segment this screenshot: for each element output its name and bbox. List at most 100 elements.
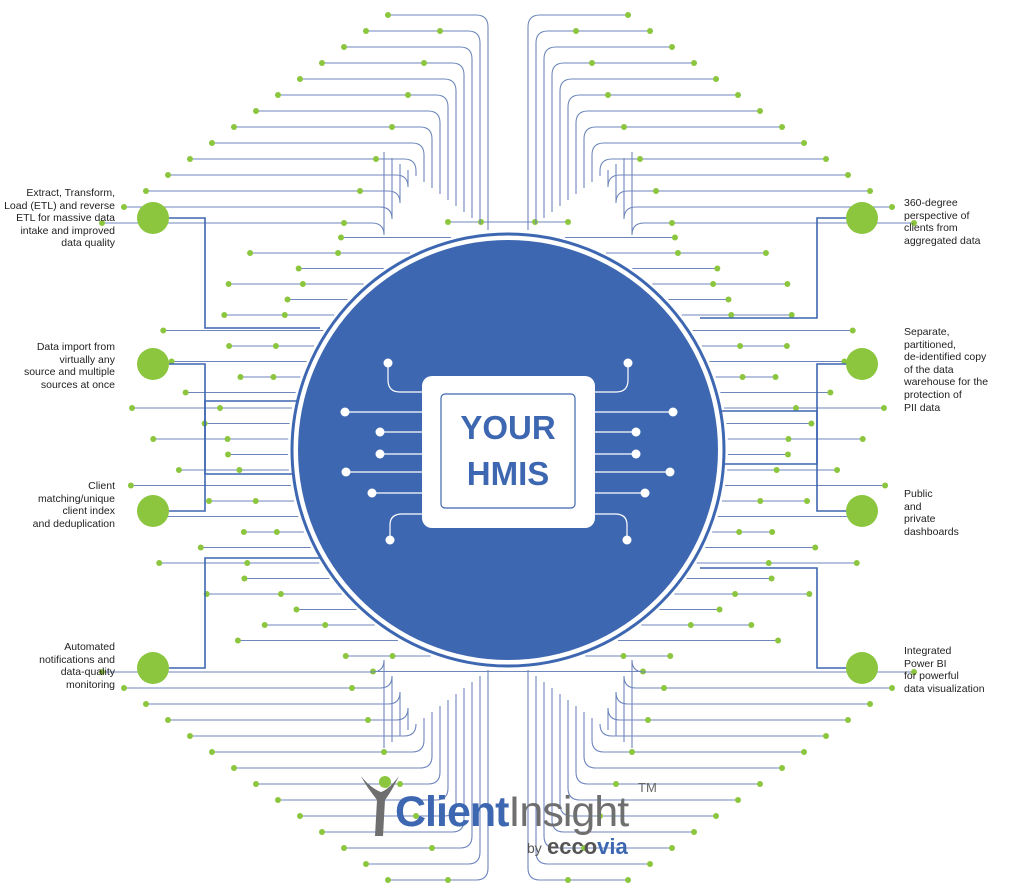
chip-body xyxy=(422,376,595,528)
feature-line: 360-degree xyxy=(904,197,958,209)
trace-endpoint xyxy=(691,60,697,66)
trace-endpoint xyxy=(234,637,241,644)
trace-endpoint xyxy=(597,813,603,819)
trace-endpoint xyxy=(710,281,717,287)
circuit-trace xyxy=(366,676,481,865)
trace-endpoint xyxy=(728,312,735,318)
trace-endpoint xyxy=(845,717,851,723)
trace-endpoint xyxy=(225,451,232,458)
trace-endpoint xyxy=(226,343,233,349)
trace-endpoint xyxy=(295,265,302,272)
trace-endpoint xyxy=(735,797,741,803)
trace-endpoint xyxy=(165,717,171,723)
circuit-trace xyxy=(535,676,650,865)
feature-line: private xyxy=(904,513,936,526)
chip-pin xyxy=(375,449,385,459)
trace-endpoint xyxy=(647,28,653,34)
trace-endpoint xyxy=(808,420,815,427)
logo-wordmark: ClientInsight xyxy=(395,788,629,837)
chip-label-your: YOUR xyxy=(460,409,556,446)
trace-endpoint xyxy=(156,560,163,566)
circuit-trace xyxy=(168,707,409,730)
circuit-trace xyxy=(124,158,393,220)
circuit-trace xyxy=(278,700,449,801)
feature-leader xyxy=(700,567,847,669)
trace-endpoint xyxy=(773,467,780,473)
trace-endpoint xyxy=(769,529,776,535)
trace-endpoint xyxy=(244,560,251,566)
trace-endpoint xyxy=(806,591,813,597)
trace-endpoint xyxy=(168,358,175,365)
circuit-trace xyxy=(623,675,892,742)
trace-endpoint xyxy=(532,219,538,225)
trace-endpoint xyxy=(765,560,772,566)
feature-node-left xyxy=(137,348,169,380)
feature-line: for powerful xyxy=(904,670,959,683)
trace-endpoint xyxy=(272,343,279,349)
chip-pin xyxy=(622,535,632,545)
trace-endpoint xyxy=(445,219,451,225)
trace-endpoint xyxy=(625,877,631,883)
trace-endpoint xyxy=(853,560,860,566)
trace-endpoint xyxy=(231,124,237,130)
trace-endpoint xyxy=(385,877,391,883)
trace-endpoint xyxy=(373,156,379,162)
trace-endpoint xyxy=(669,220,675,226)
trace-endpoint xyxy=(252,498,259,504)
feature-power-bi: Integrated Power BI for powerful data vi… xyxy=(904,645,985,695)
logo-client: Client xyxy=(395,788,509,836)
trace-endpoint xyxy=(889,204,895,210)
trace-endpoint xyxy=(841,358,848,365)
trace-endpoint xyxy=(565,219,571,225)
feature-line: Public xyxy=(904,488,933,500)
trace-endpoint xyxy=(253,108,259,114)
feature-line: perspective of xyxy=(904,209,970,222)
chip-pin xyxy=(631,427,641,437)
feature-node-left xyxy=(137,202,169,234)
trace-endpoint xyxy=(565,877,571,883)
trace-endpoint xyxy=(225,281,232,287)
feature-line: sources at once xyxy=(40,378,115,391)
trace-endpoint xyxy=(647,861,653,867)
trace-endpoint xyxy=(784,451,791,458)
chip-pin xyxy=(383,358,393,368)
circuit-trace xyxy=(190,158,417,176)
feature-nodes xyxy=(137,202,878,684)
trace-endpoint xyxy=(739,374,746,380)
circuit-trace xyxy=(551,688,694,833)
circuit-trace xyxy=(559,78,716,206)
circuit-trace xyxy=(278,94,449,200)
trace-endpoint xyxy=(231,765,237,771)
trace-endpoint xyxy=(357,188,363,194)
trace-endpoint xyxy=(365,717,371,723)
feature-node-right xyxy=(846,348,878,380)
trace-endpoint xyxy=(253,781,259,787)
circuit-trace xyxy=(631,152,914,236)
chip-pin xyxy=(375,427,385,437)
trace-endpoint xyxy=(293,606,300,613)
circuit-trace xyxy=(256,706,441,785)
feature-line: Separate, xyxy=(904,326,950,338)
feature-line: Integrated xyxy=(904,645,952,657)
trace-endpoint xyxy=(605,92,611,98)
circuit-trace xyxy=(168,170,409,188)
trace-endpoint xyxy=(784,281,791,287)
chip-pin xyxy=(665,467,675,477)
trace-endpoint xyxy=(713,813,719,819)
feature-line: Data import from xyxy=(36,341,115,353)
feature-data-import: Data import from virtually any source an… xyxy=(24,341,115,391)
feature-line: PII data xyxy=(904,401,941,414)
trace-endpoint xyxy=(674,250,681,256)
feature-leader xyxy=(169,217,320,329)
trace-endpoint xyxy=(160,327,167,334)
trace-endpoint xyxy=(209,140,215,146)
feature-line: and xyxy=(904,500,922,513)
trace-endpoint xyxy=(421,60,427,66)
trace-endpoint xyxy=(653,188,659,194)
feature-line: Load (ETL) and reverse xyxy=(4,199,115,212)
feature-line: clients from xyxy=(904,222,958,235)
trace-endpoint xyxy=(319,60,325,66)
trace-endpoint xyxy=(270,374,277,380)
trace-endpoint xyxy=(880,405,887,411)
